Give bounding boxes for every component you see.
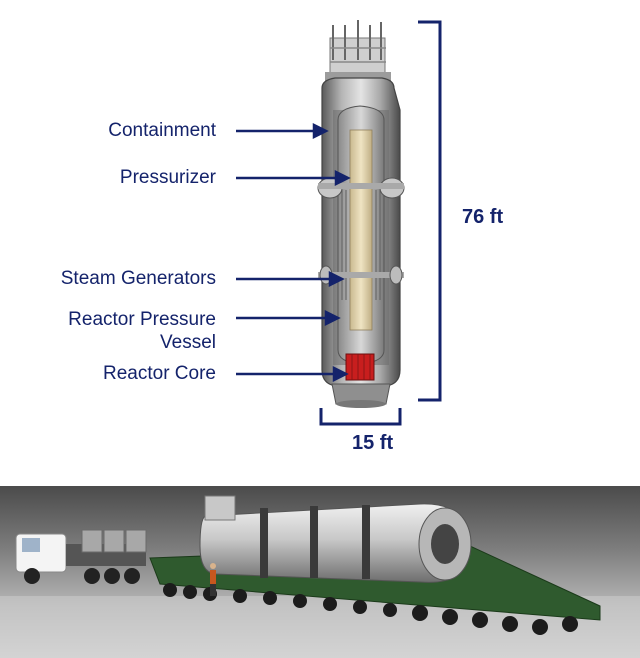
riser-column bbox=[350, 130, 372, 330]
width-dimension-label: 15 ft bbox=[352, 432, 393, 455]
height-dimension-label: 76 ft bbox=[462, 206, 503, 229]
transport-illustration bbox=[0, 486, 640, 658]
label-containment: Containment bbox=[60, 120, 216, 142]
label-rpv-line2: Vessel bbox=[30, 332, 216, 354]
worker-figure bbox=[210, 563, 216, 596]
transport-photo bbox=[0, 486, 640, 658]
label-pressurizer: Pressurizer bbox=[60, 167, 216, 189]
label-reactor-core: Reactor Core bbox=[30, 363, 216, 385]
reactor-module-body bbox=[200, 496, 471, 582]
label-rpv-line1: Reactor Pressure bbox=[30, 309, 216, 331]
top-equipment bbox=[325, 20, 391, 84]
width-bracket bbox=[321, 408, 400, 424]
cargo-blocks bbox=[82, 530, 146, 552]
label-steam-generators: Steam Generators bbox=[30, 268, 216, 290]
reactor-module-illustration bbox=[0, 0, 640, 486]
reactor-module-diagram: Containment Pressurizer Steam Generators… bbox=[0, 0, 640, 486]
height-bracket bbox=[418, 22, 440, 400]
